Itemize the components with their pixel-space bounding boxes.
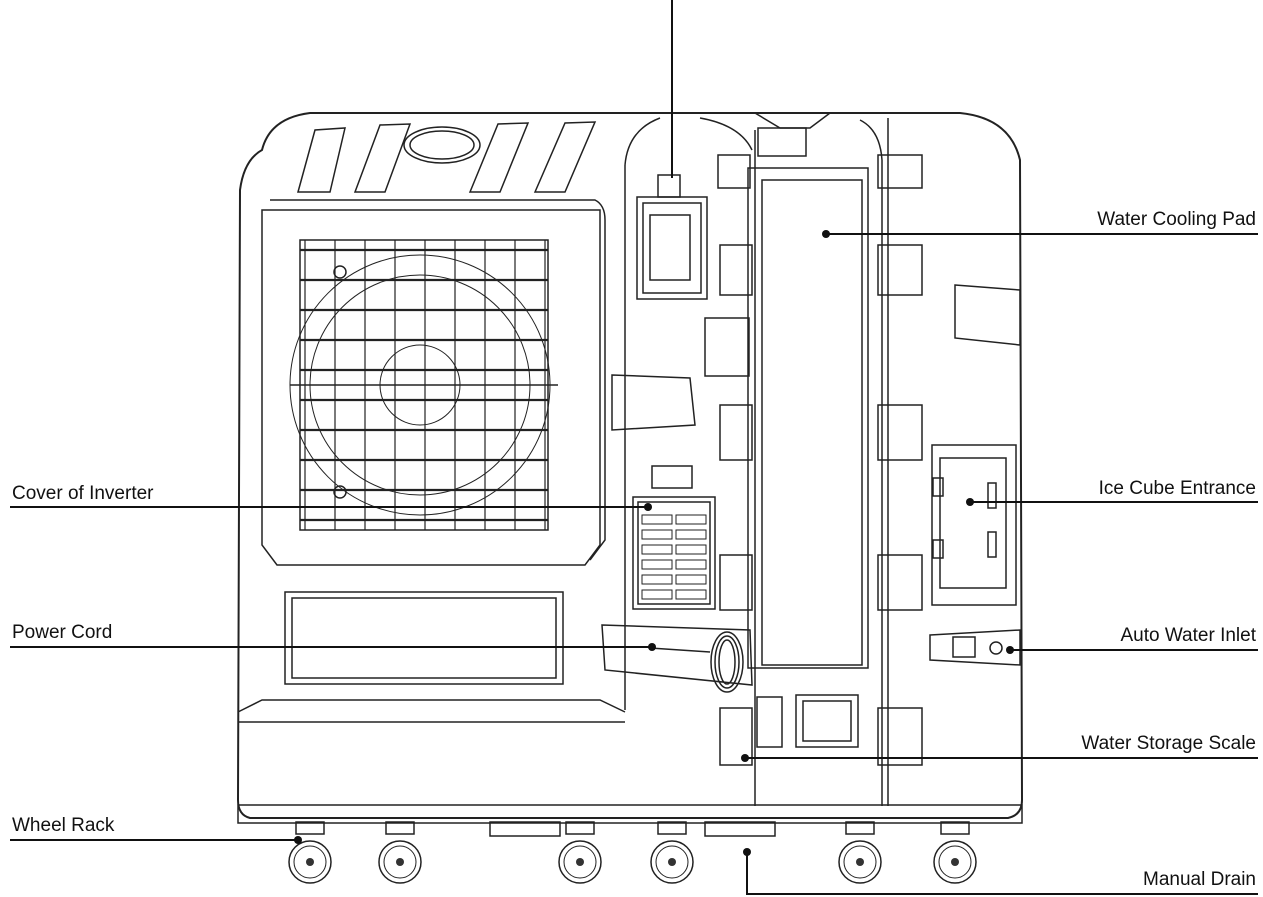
label-power-cord: Power Cord [12,622,112,643]
callout-manual-drain-line [746,852,1258,895]
inlet-and-cord [601,624,1021,693]
label-water-storage-scale: Water Storage Scale [1081,733,1256,754]
callout-ice-cube-entrance-dot [966,498,974,506]
callout-manual-drain-dot [743,848,751,856]
ice-cube-door [931,444,1017,606]
label-manual-drain: Manual Drain [1143,869,1256,890]
cooling-pad-frame [747,167,869,669]
wheel-rack [237,804,1023,884]
callout-labels: Water Cooling Pad Cover of Inverter Ice … [12,209,1257,890]
label-cover-of-inverter: Cover of Inverter [12,483,154,504]
cooler-body [236,112,1024,819]
label-wheel-rack: Wheel Rack [12,815,115,836]
fan-grille [261,199,606,566]
callout-cover-of-inverter-dot [644,503,652,511]
control-switch [636,174,708,300]
inverter-cover [632,496,716,610]
label-water-cooling-pad: Water Cooling Pad [1097,209,1256,230]
callout-water-storage-scale-dot [741,754,749,762]
callout-wheel-rack-dot [294,836,302,844]
callout-lines [10,0,1258,895]
callout-auto-water-inlet-dot [1006,646,1014,654]
front-lower-panel [237,591,626,723]
callout-water-cooling-pad-dot [822,230,830,238]
label-ice-cube-entrance: Ice Cube Entrance [1099,478,1256,499]
side-panels [611,154,1021,766]
callout-power-cord-dot [648,643,656,651]
label-auto-water-inlet: Auto Water Inlet [1120,625,1256,646]
